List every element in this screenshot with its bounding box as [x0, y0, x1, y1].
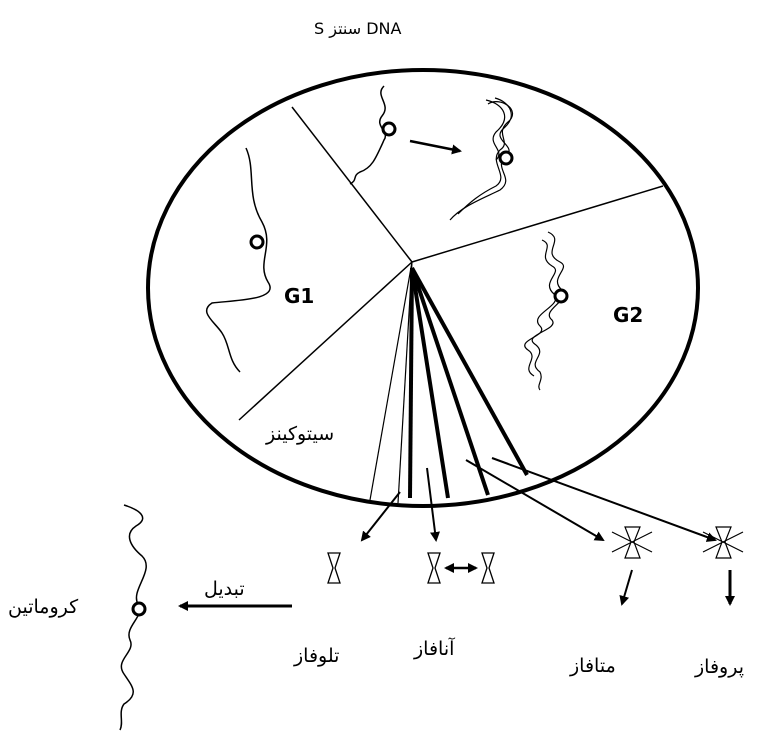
chromatin-label: کروماتین — [8, 596, 79, 618]
s-phase-chromosome — [349, 85, 397, 185]
telophase-pointer — [360, 491, 401, 542]
metaphase-label: متافاز — [570, 655, 616, 677]
prophase-chromosome-icon — [702, 526, 744, 606]
prophase-pointer — [491, 457, 717, 542]
telophase-label: تلوفاز — [294, 645, 340, 667]
metaphase-pointer — [465, 459, 605, 542]
g2-label: G2 — [613, 303, 644, 327]
cell-cycle-circle — [146, 68, 700, 508]
metaphase-down-arrow — [619, 569, 633, 606]
anaphase-label: آنافاز — [414, 638, 455, 660]
conversion-label: تبدیل — [204, 578, 245, 600]
sector-dividers — [238, 106, 664, 504]
cytokinesis-label: سیتوکینز — [266, 423, 335, 445]
s-phase-label: S سنتز DNA — [314, 19, 402, 38]
prophase-label: پروفاز — [695, 656, 744, 678]
chromatin-strand — [119, 504, 147, 731]
anaphase-chromosome-icons — [427, 552, 495, 584]
anaphase-pointer — [426, 467, 440, 542]
replication-arrow — [409, 139, 462, 155]
phase-pointer-arrows — [360, 457, 717, 542]
s-phase-replicated-chromosome — [449, 97, 514, 221]
g1-chromosome — [205, 147, 271, 373]
g2-chromosome — [524, 231, 569, 391]
telophase-chromosome-icon — [327, 552, 341, 584]
metaphase-chromosome-icon — [611, 526, 653, 606]
g1-label: G1 — [284, 284, 315, 308]
mitosis-phase-lines — [408, 267, 529, 499]
